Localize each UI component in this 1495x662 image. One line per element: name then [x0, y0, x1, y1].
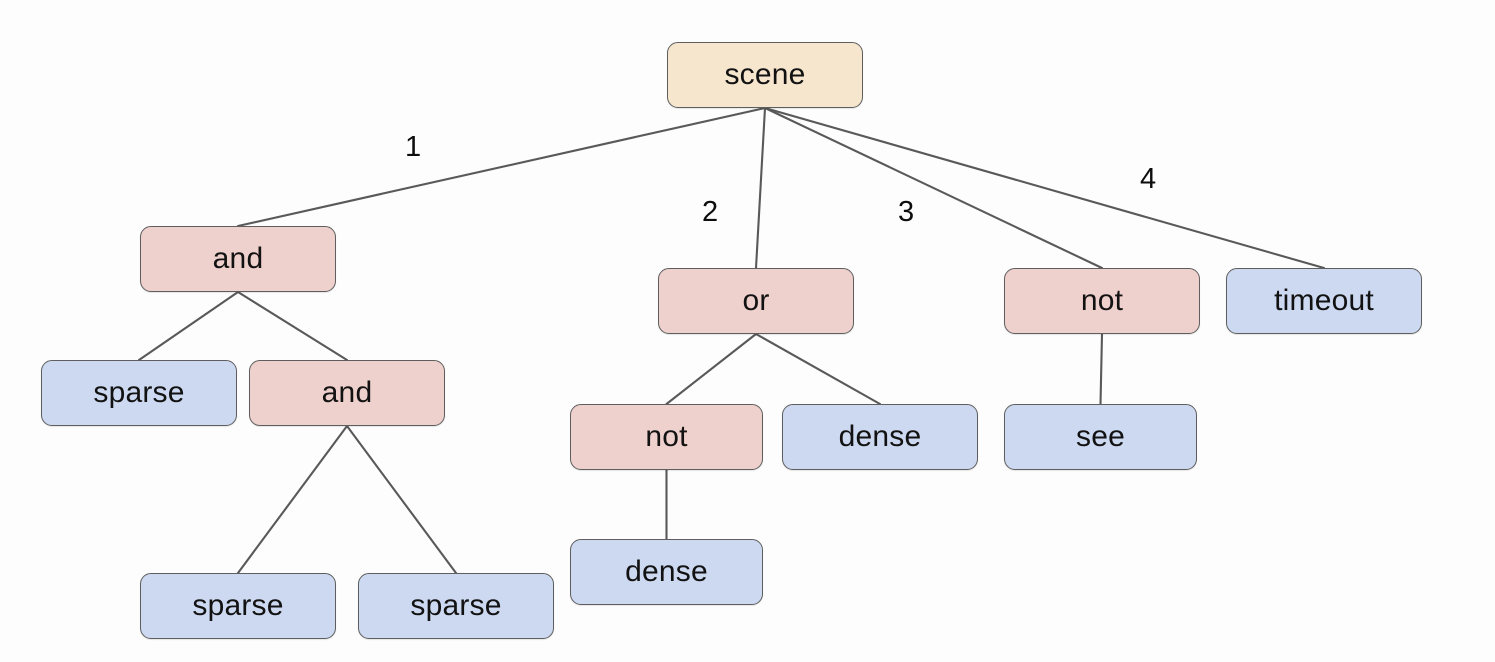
tree-node-label: dense	[838, 420, 922, 453]
tree-node-and2[interactable]: and	[249, 360, 445, 426]
tree-node-label: sparse	[192, 589, 284, 622]
tree-node-label: not	[645, 420, 688, 453]
tree-edge-or1-not2	[665, 332, 758, 406]
tree-edge-scene-timeout1	[763, 106, 1326, 270]
tree-node-dense2[interactable]: dense	[570, 539, 763, 605]
tree-edge-and2-sparse3	[345, 424, 458, 575]
tree-node-sparse1[interactable]: sparse	[41, 360, 237, 426]
tree-node-sparse3[interactable]: sparse	[358, 573, 554, 639]
tree-node-see1[interactable]: see	[1004, 404, 1197, 470]
tree-edge-and1-sparse1	[137, 290, 240, 362]
tree-node-timeout1[interactable]: timeout	[1226, 268, 1422, 334]
tree-edge-and1-and2	[236, 290, 349, 362]
tree-node-label: scene	[724, 58, 806, 91]
edge-label-4: 4	[1140, 163, 1157, 195]
tree-node-label: timeout	[1274, 284, 1374, 317]
tree-node-or1[interactable]: or	[658, 268, 854, 334]
tree-edge-scene-or1	[754, 106, 767, 270]
tree-edge-and2-sparse2	[236, 424, 349, 575]
tree-node-label: see	[1076, 420, 1125, 453]
tree-node-dense1[interactable]: dense	[782, 404, 978, 470]
edge-label-1: 1	[405, 131, 422, 163]
tree-edge-not1-see1	[1099, 332, 1104, 406]
tree-edge-scene-not1	[763, 106, 1104, 270]
tree-edge-or1-dense1	[754, 332, 882, 406]
tree-node-label: sparse	[410, 589, 502, 622]
tree-node-sparse2[interactable]: sparse	[140, 573, 336, 639]
tree-edge-scene-and1	[236, 106, 767, 228]
tree-node-label: and	[321, 376, 373, 409]
tree-node-not2[interactable]: not	[570, 404, 763, 470]
tree-node-label: dense	[625, 555, 708, 588]
edge-label-3: 3	[898, 196, 915, 228]
tree-node-and1[interactable]: and	[140, 226, 336, 292]
tree-node-label: or	[742, 284, 770, 317]
tree-node-scene[interactable]: scene	[667, 42, 863, 108]
tree-node-not1[interactable]: not	[1004, 268, 1200, 334]
tree-node-label: not	[1080, 284, 1124, 317]
tree-node-label: sparse	[93, 376, 185, 409]
tree-node-label: and	[212, 242, 264, 275]
edge-label-2: 2	[702, 196, 719, 228]
